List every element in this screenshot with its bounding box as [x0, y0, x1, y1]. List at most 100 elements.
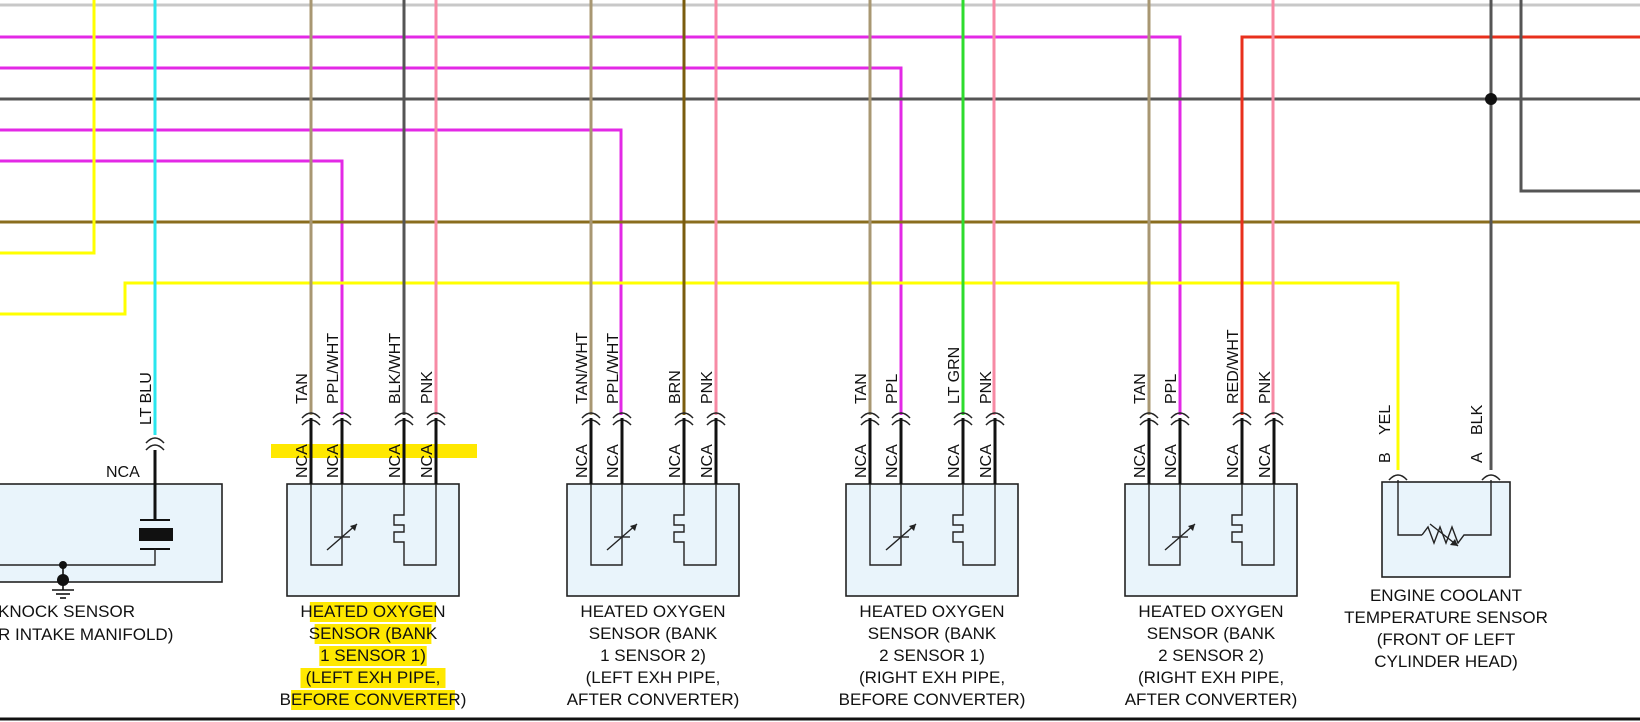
caption-line-3: (FRONT OF LEFT: [1377, 630, 1516, 649]
wire-label: LT BLU: [138, 372, 155, 425]
connector-symbol: [1388, 474, 1501, 481]
nca-label: NCA: [294, 444, 311, 478]
caption-line: 1 SENSOR 1): [320, 646, 426, 665]
sensor-box: [286, 483, 460, 597]
knock-sensor-box: [0, 483, 223, 583]
nca-label: NCA: [667, 444, 684, 478]
wire-yel-label: YEL: [1377, 405, 1394, 435]
ho2s-bank1-sensor1: TAN NCA PPL/WHT NCA BLK/WHT NCA PNK NCA HEATED O…: [280, 333, 467, 710]
wire-yellow-left: [0, 0, 96, 255]
nca-label: NCA: [1163, 444, 1180, 478]
caption-line: (LEFT EXH PIPE,: [306, 668, 441, 687]
wire-ppl-bus-3: [0, 128, 623, 415]
sensor-box: [845, 483, 1019, 597]
nca-label: NCA: [387, 444, 404, 478]
connector-symbol: [145, 437, 165, 451]
caption-highlight: [300, 668, 446, 688]
caption-line-1: ENGINE COOLANT: [1370, 586, 1522, 605]
nca-label: NCA: [853, 444, 870, 478]
caption-line: 2 SENSOR 2): [1158, 646, 1264, 665]
wire-color-label: PPL/WHT: [605, 333, 622, 404]
ho2s-bank2-sensor2: TAN NCA PPL NCA RED/WHT NCA PNK NCA HEATED OXYGE…: [1124, 329, 1298, 709]
nca-label: NCA: [884, 444, 901, 478]
wire-color-label: TAN: [1132, 373, 1149, 404]
heater-symbol: [1231, 484, 1275, 566]
caption-line: HEATED OXYGEN: [859, 602, 1004, 621]
wire-blk-label: BLK: [1469, 404, 1486, 435]
caption-line: (LEFT EXH PIPE,: [586, 668, 721, 687]
caption-line: 2 SENSOR 1): [879, 646, 985, 665]
wire-color-label: PNK: [1257, 371, 1274, 404]
caption-line: SENSOR (BANK: [589, 624, 718, 643]
wire-yellow-bus: [0, 281, 1400, 470]
caption-line: BEFORE CONVERTER): [839, 690, 1026, 709]
caption-line-2: R INTAKE MANIFOLD): [0, 625, 173, 644]
wire-ppl-bus-1: [0, 35, 1182, 415]
caption-line-2: TEMPERATURE SENSOR: [1344, 608, 1548, 627]
caption-highlight: [314, 624, 432, 644]
caption-line: 1 SENSOR 2): [600, 646, 706, 665]
nca-label: NCA: [605, 444, 622, 478]
bus-wires: [0, 0, 1640, 470]
wire-red-bus: [1240, 35, 1640, 415]
wire-color-label: PPL: [884, 374, 901, 404]
wire-color-label: PPL/WHT: [325, 333, 342, 404]
wire-color-label: TAN/WHT: [574, 332, 591, 404]
nca-label: NCA: [106, 464, 140, 481]
nca-label: NCA: [419, 444, 436, 478]
knock-sensor: LT BLU NCA KNOCK SENSOR R INTAKE MANIFOL…: [0, 372, 223, 644]
wire-color-label: TAN: [294, 373, 311, 404]
nca-label: NCA: [1257, 444, 1274, 478]
vertical-wires: [153, 0, 1493, 470]
ect-sensor-box: [1381, 481, 1511, 578]
nca-label: NCA: [946, 444, 963, 478]
nca-label: NCA: [325, 444, 342, 478]
wire-color-label: LT GRN: [946, 347, 963, 404]
wire-color-label: BLK/WHT: [387, 333, 404, 404]
caption-line: HEATED OXYGEN: [1138, 602, 1283, 621]
caption-line: (RIGHT EXH PIPE,: [859, 668, 1005, 687]
caption-line-1: KNOCK SENSOR: [0, 602, 135, 621]
caption-highlight: [291, 690, 455, 710]
caption-line: BEFORE CONVERTER): [280, 690, 467, 709]
wire-color-label: PPL: [1163, 374, 1180, 404]
nca-highlight: [271, 444, 477, 458]
ground-icon: [52, 589, 74, 599]
sensor-box: [1124, 483, 1298, 597]
caption-line: SENSOR (BANK: [1147, 624, 1276, 643]
wire-color-label: BRN: [667, 370, 684, 404]
heater-symbol: [952, 484, 996, 566]
wire-blk-right-b: [1519, 0, 1640, 193]
caption-line: HEATED OXYGEN: [580, 602, 725, 621]
pin-a: A: [1469, 452, 1486, 463]
nca-label: NCA: [574, 444, 591, 478]
caption-line-4: CYLINDER HEAD): [1374, 652, 1518, 671]
caption-line: SENSOR (BANK: [868, 624, 997, 643]
wire-color-label: TAN: [853, 373, 870, 404]
piezo-element: [139, 528, 173, 541]
caption-line: (RIGHT EXH PIPE,: [1138, 668, 1284, 687]
heater-symbol: [673, 484, 717, 566]
caption-highlight: [319, 646, 427, 666]
nca-label: NCA: [1225, 444, 1242, 478]
wire-color-label: PNK: [419, 371, 436, 404]
caption-highlight: [309, 602, 437, 622]
heater-symbol: [393, 484, 437, 566]
caption-line: HEATED OXYGEN: [300, 602, 445, 621]
wire-color-label: RED/WHT: [1225, 329, 1242, 404]
thermistor-symbol: [1421, 480, 1492, 545]
caption-line: AFTER CONVERTER): [1125, 690, 1298, 709]
wire-ppl-bus-2: [0, 66, 903, 415]
sensor-box: [566, 483, 740, 597]
nca-label: NCA: [1132, 444, 1149, 478]
ect-sensor: B A YEL BLK ENGINE COOLANT TEMPERATURE S…: [1344, 404, 1548, 671]
wire-ppl-bus-4: [0, 159, 344, 415]
caption-line: AFTER CONVERTER): [567, 690, 740, 709]
nca-label: NCA: [699, 444, 716, 478]
wire-color-label: PNK: [978, 371, 995, 404]
splice-dot: [1485, 93, 1497, 105]
caption-line: SENSOR (BANK: [309, 624, 438, 643]
